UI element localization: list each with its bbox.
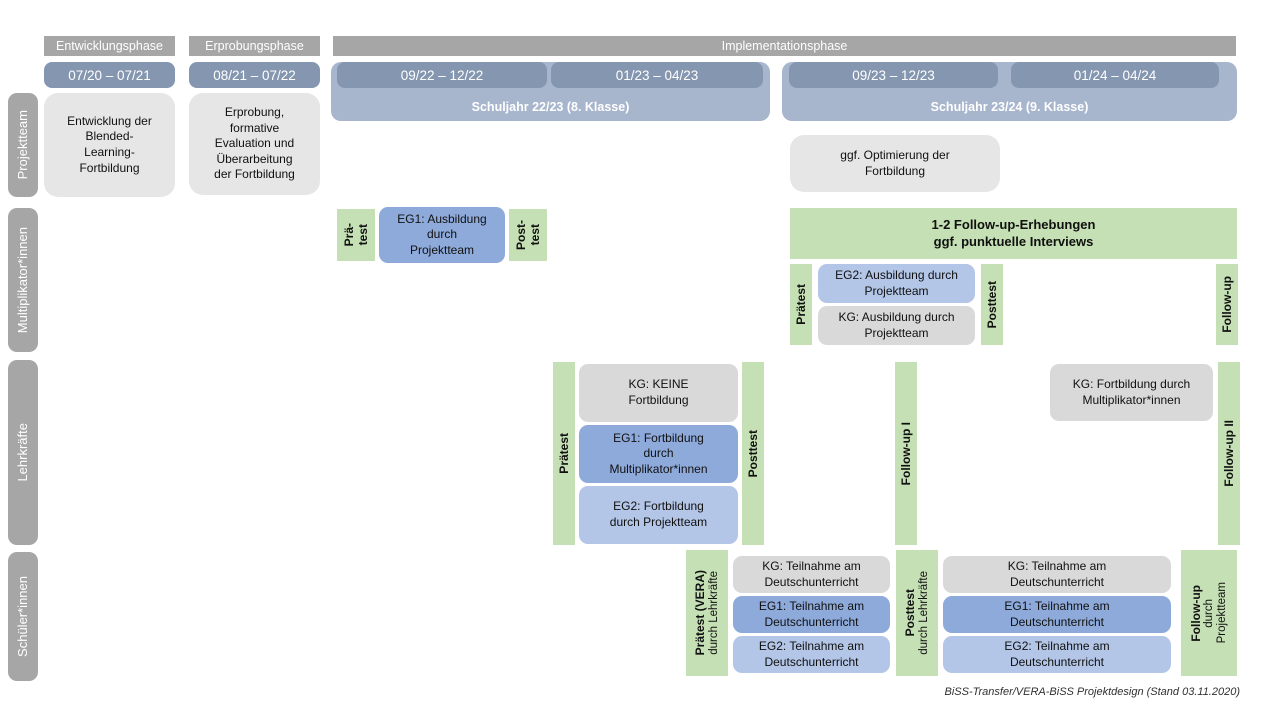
box-kg-keine-fortbildung: KG: KEINE Fortbildung: [579, 364, 738, 422]
row-label-schueler-text: Schüler*innen: [15, 576, 31, 657]
row-label-lehrkraefte-text: Lehrkräfte: [15, 423, 31, 482]
box-eg1-teilnahme-1: EG1: Teilnahme am Deutschunterricht: [733, 596, 890, 633]
bar-followup-schueler: Follow-up durch Projektteam: [1181, 550, 1237, 676]
bar-posttest-lehrkraefte: Posttest: [742, 362, 764, 545]
box-optimierung-fortbildung: ggf. Optimierung der Fortbildung: [790, 135, 1000, 192]
date-range-0821-0722: 08/21 – 07/22: [189, 62, 320, 88]
bar-posttest-multiplikatoren-1: Post- test: [509, 209, 547, 261]
bar-posttest-schueler-sub: durch Lehrkräfte: [917, 571, 930, 655]
box-eg1-teilnahme-2: EG1: Teilnahme am Deutschunterricht: [943, 596, 1171, 633]
date-range-0720-0721: 07/20 – 07/21: [44, 62, 175, 88]
bar-followup-1: Follow-up I: [895, 362, 917, 545]
bar-posttest-schueler-text: Posttest: [903, 589, 918, 637]
box-eg1-fortbildung-multiplikatoren: EG1: Fortbildung durch Multiplikator*inn…: [579, 425, 738, 483]
bar-praetest-lehrkraefte: Prätest: [553, 362, 575, 545]
date-range-0124-0424: 01/24 – 04/24: [1011, 62, 1219, 88]
row-label-schueler: Schüler*innen: [8, 552, 38, 681]
bar-praetest-text: Prätest: [793, 284, 808, 325]
bar-followup-schueler-sub1: durch: [1203, 598, 1216, 628]
bar-followup-2-text: Follow-up II: [1221, 420, 1236, 487]
box-followup-erhebungen: 1-2 Follow-up-Erhebungen ggf. punktuelle…: [790, 208, 1237, 259]
row-label-projektteam-text: Projektteam: [15, 110, 31, 180]
bar-praetest-line2: test: [355, 224, 370, 246]
box-kg-fortbildung-multiplikatoren: KG: Fortbildung durch Multiplikator*inne…: [1050, 364, 1213, 421]
bar-posttest-text: Posttest: [984, 280, 999, 329]
row-label-multiplikatoren-text: Multiplikator*innen: [15, 226, 31, 334]
date-range-0923-1223: 09/23 – 12/23: [789, 62, 998, 88]
bar-followup-text: Follow-up: [1219, 276, 1234, 333]
box-entwicklung-blended-learning: Entwicklung der Blended- Learning- Fortb…: [44, 93, 175, 197]
bar-posttest-schueler: Posttest durch Lehrkräfte: [896, 550, 938, 676]
row-label-projektteam: Projektteam: [8, 93, 38, 197]
bar-praetest-vera-sub: durch Lehrkräfte: [707, 571, 720, 655]
bar-posttest-multiplikatoren-2: Posttest: [981, 264, 1003, 345]
box-erprobung-evaluation: Erprobung, formative Evaluation und Über…: [189, 93, 320, 195]
footer-caption: BiSS-Transfer/VERA-BiSS Projektdesign (S…: [944, 686, 1240, 698]
box-eg2-teilnahme-1: EG2: Teilnahme am Deutschunterricht: [733, 636, 890, 673]
date-range-0123-0423: 01/23 – 04/23: [551, 62, 763, 88]
bar-followup-1-text: Follow-up I: [898, 421, 913, 486]
phase-header-implementationsphase: Implementationsphase: [333, 36, 1236, 56]
row-label-multiplikatoren: Multiplikator*innen: [8, 208, 38, 352]
bar-praetest-line1: Prä-: [341, 223, 356, 247]
box-eg2-ausbildung-projektteam: EG2: Ausbildung durch Projektteam: [818, 264, 975, 303]
box-eg1-ausbildung-projektteam: EG1: Ausbildung durch Projektteam: [379, 207, 505, 263]
bar-praetest-lehrkraefte-text: Prätest: [556, 433, 571, 474]
bar-praetest-multiplikatoren-2: Prätest: [790, 264, 812, 345]
bar-followup-2: Follow-up II: [1218, 362, 1240, 545]
box-eg2-fortbildung-projektteam: EG2: Fortbildung durch Projektteam: [579, 486, 738, 544]
bar-posttest-line2: test: [527, 224, 542, 246]
box-eg2-teilnahme-2: EG2: Teilnahme am Deutschunterricht: [943, 636, 1171, 673]
bar-posttest-line1: Post-: [513, 220, 528, 250]
date-range-0922-1222: 09/22 – 12/22: [337, 62, 547, 88]
bar-posttest-lehrkraefte-text: Posttest: [745, 429, 760, 478]
box-kg-teilnahme-2: KG: Teilnahme am Deutschunterricht: [943, 556, 1171, 593]
bar-followup-multiplikatoren: Follow-up: [1216, 264, 1238, 345]
bar-praetest-vera-text: Prätest (VERA): [693, 570, 708, 656]
bar-praetest-vera: Prätest (VERA) durch Lehrkräfte: [686, 550, 728, 676]
row-label-lehrkraefte: Lehrkräfte: [8, 360, 38, 545]
box-kg-teilnahme-1: KG: Teilnahme am Deutschunterricht: [733, 556, 890, 593]
bar-praetest-multiplikatoren-1: Prä- test: [337, 209, 375, 261]
bar-followup-schueler-sub2: Projektteam: [1216, 582, 1229, 644]
phase-header-entwicklungsphase: Entwicklungsphase: [44, 36, 175, 56]
phase-header-erprobungsphase: Erprobungsphase: [189, 36, 320, 56]
bar-followup-schueler-text: Follow-up: [1188, 584, 1203, 642]
box-kg-ausbildung-projektteam: KG: Ausbildung durch Projektteam: [818, 306, 975, 345]
